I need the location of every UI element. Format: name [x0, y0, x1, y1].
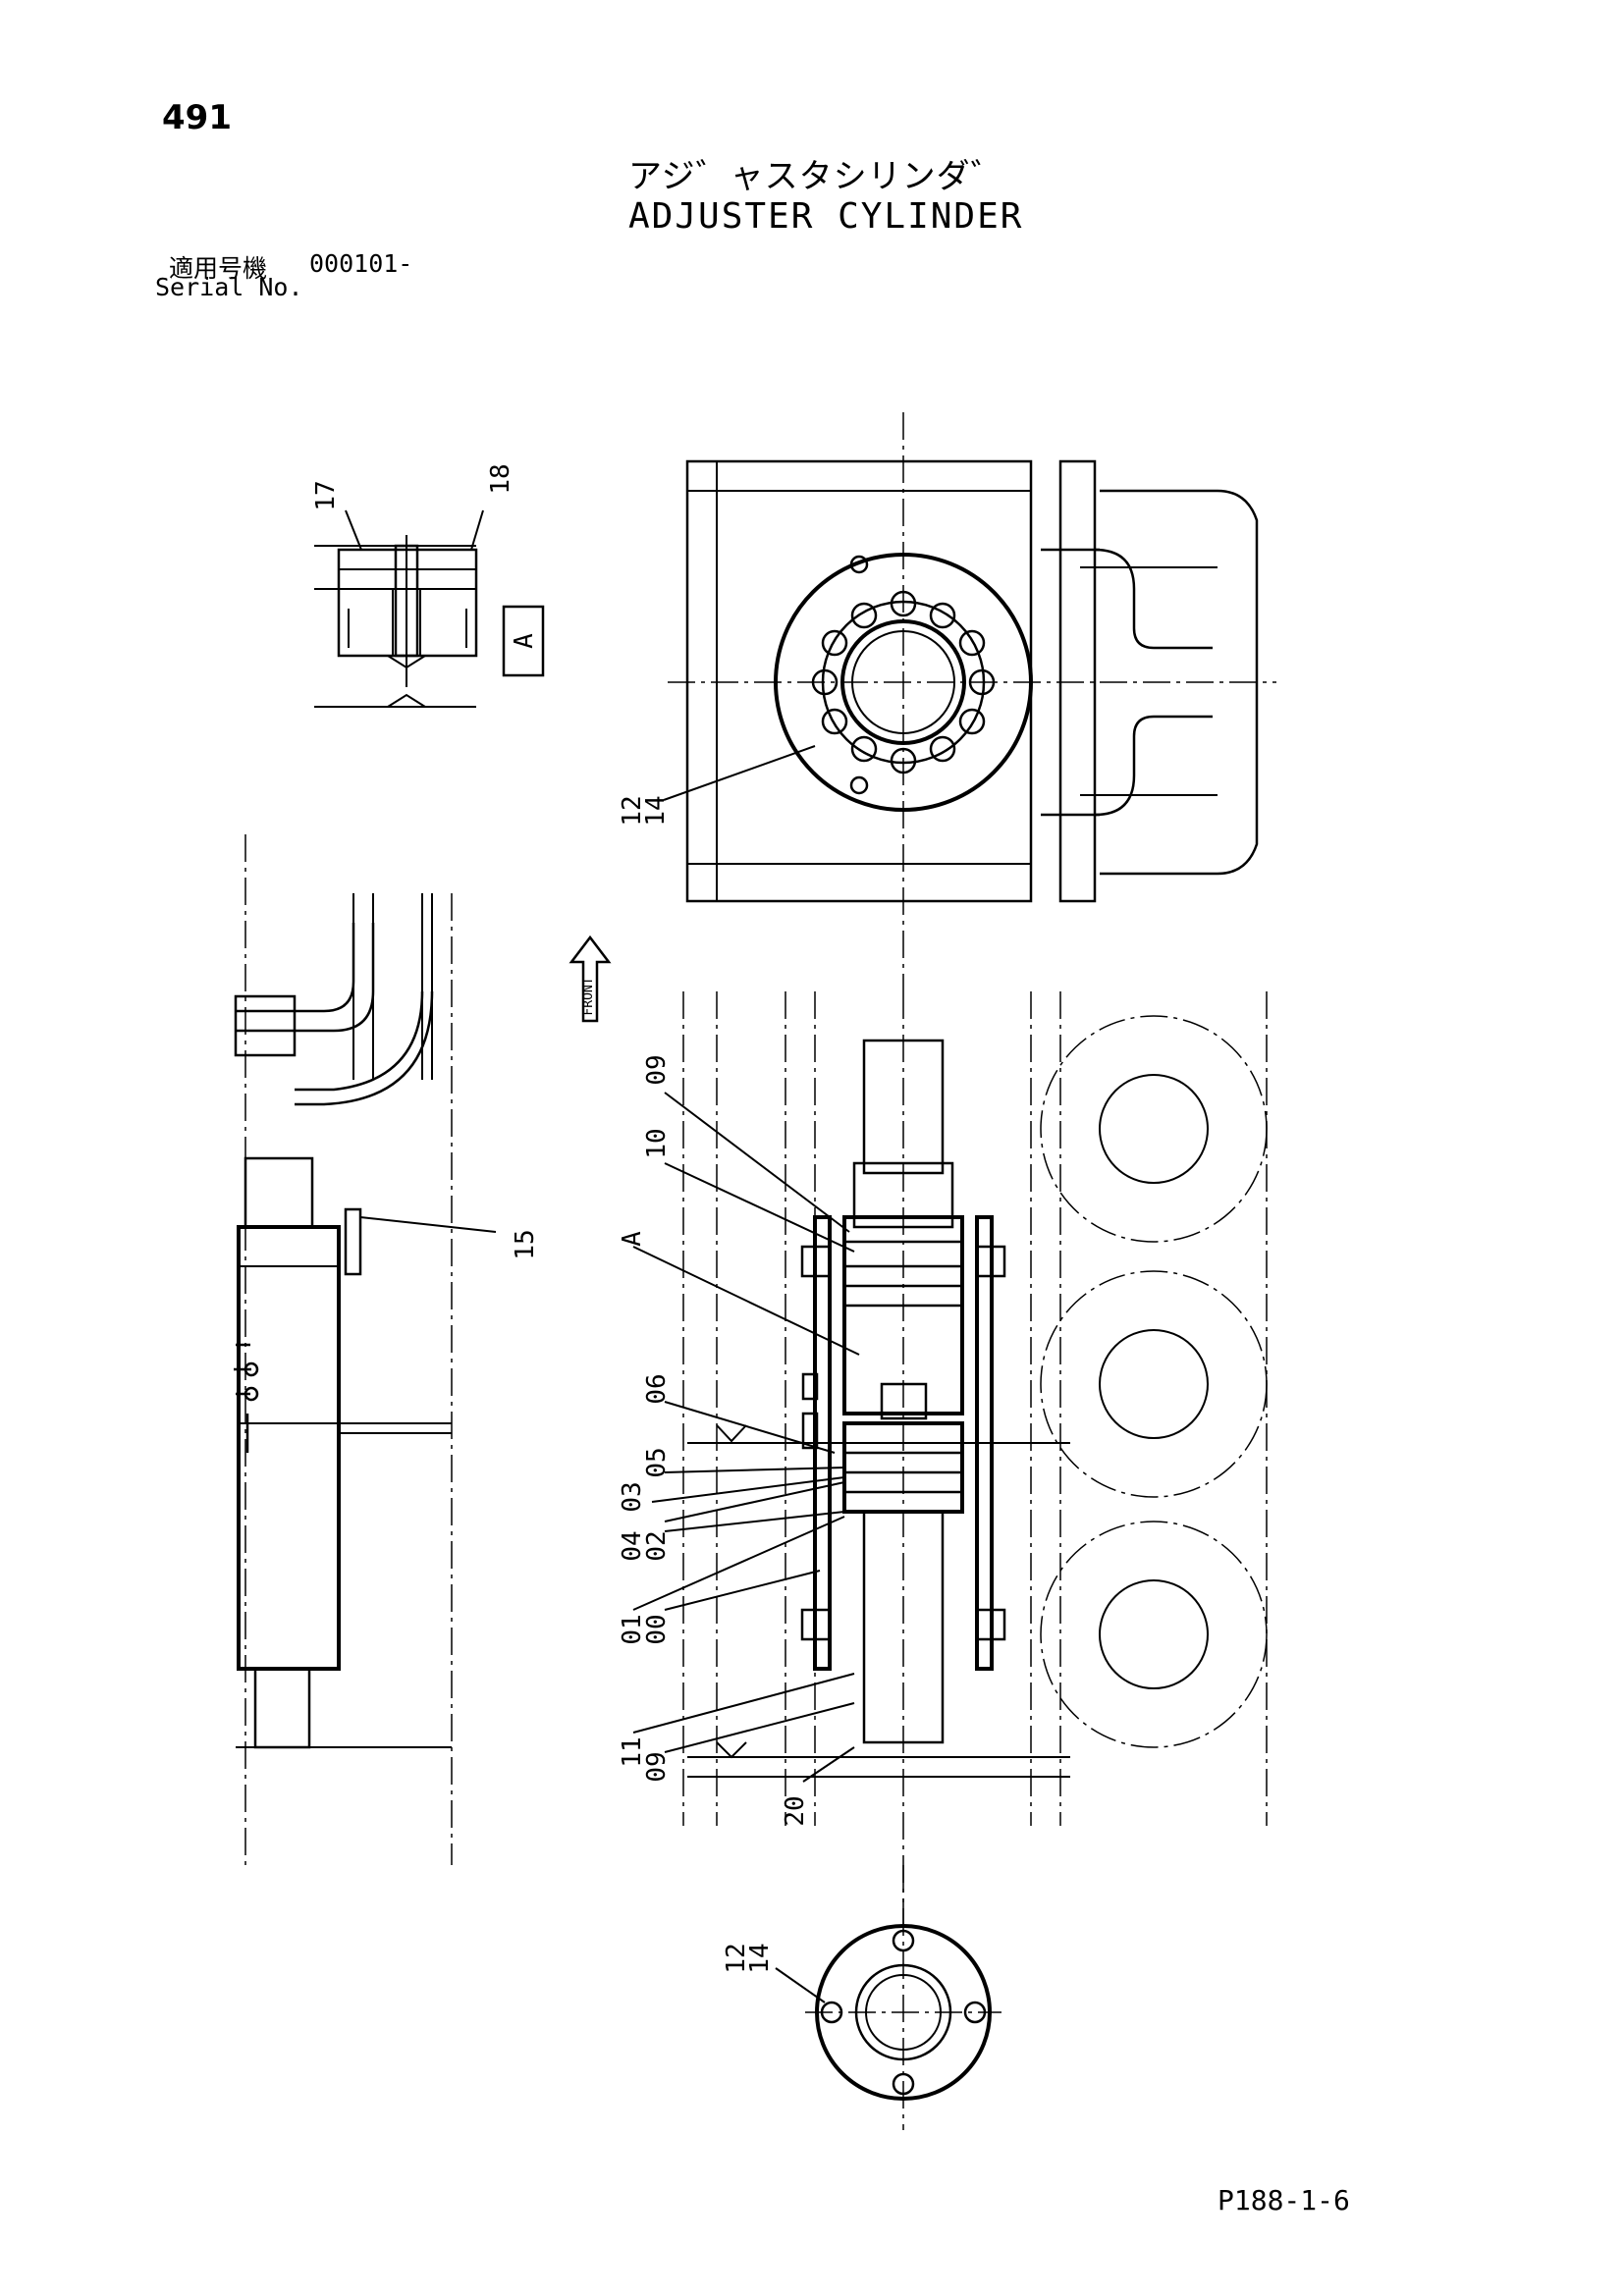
page-number: 491 — [162, 98, 232, 137]
front-arrow-label: FRONT — [581, 977, 596, 1015]
left-side-view: 15 — [234, 834, 540, 1865]
label-04: 04 — [618, 1530, 647, 1561]
label-05: 05 — [642, 1447, 672, 1477]
label-03: 03 — [618, 1481, 647, 1512]
label-15: 15 — [511, 1229, 540, 1259]
cylinder-main-view: 09 10 A 06 05 04 03 02 01 00 11 09 20 — [618, 991, 1268, 1924]
label-17: 17 — [311, 480, 341, 510]
label-02: 02 — [642, 1530, 672, 1561]
label-20: 20 — [781, 1795, 810, 1826]
detail-a-tag: A — [510, 633, 539, 649]
label-01: 01 — [618, 1614, 647, 1644]
label-A-leader: A — [618, 1231, 647, 1247]
label-12-bottom: 12 — [722, 1943, 751, 1973]
label-09-bottom: 09 — [642, 1751, 672, 1782]
front-arrow: FRONT — [568, 934, 612, 1023]
top-end-view: 12 14 — [618, 412, 1276, 991]
label-14-top: 14 — [641, 795, 671, 826]
label-12-top: 12 — [618, 795, 647, 826]
label-00: 00 — [642, 1614, 672, 1644]
label-11: 11 — [618, 1736, 647, 1767]
label-14-bottom: 14 — [745, 1943, 775, 1973]
label-18: 18 — [486, 463, 515, 494]
serial-label-japanese: 適用号機 — [169, 254, 268, 283]
detail-a-view: A 17 18 — [311, 463, 545, 708]
label-09-top: 09 — [642, 1054, 672, 1085]
serial-number-value: 000101- — [309, 249, 413, 278]
title-japanese: アジ゛ャスタシリンダ゛ — [628, 157, 1005, 196]
title-english: ADJUSTER CYLINDER — [628, 196, 1024, 237]
label-10: 10 — [642, 1128, 672, 1158]
serial-label-english: Serial No. — [155, 273, 303, 301]
label-06: 06 — [642, 1373, 672, 1404]
bottom-flange-view: 12 14 — [722, 1865, 1001, 2130]
page-code: P188-1-6 — [1218, 2184, 1350, 2216]
detail-a-tag-box — [502, 605, 545, 677]
